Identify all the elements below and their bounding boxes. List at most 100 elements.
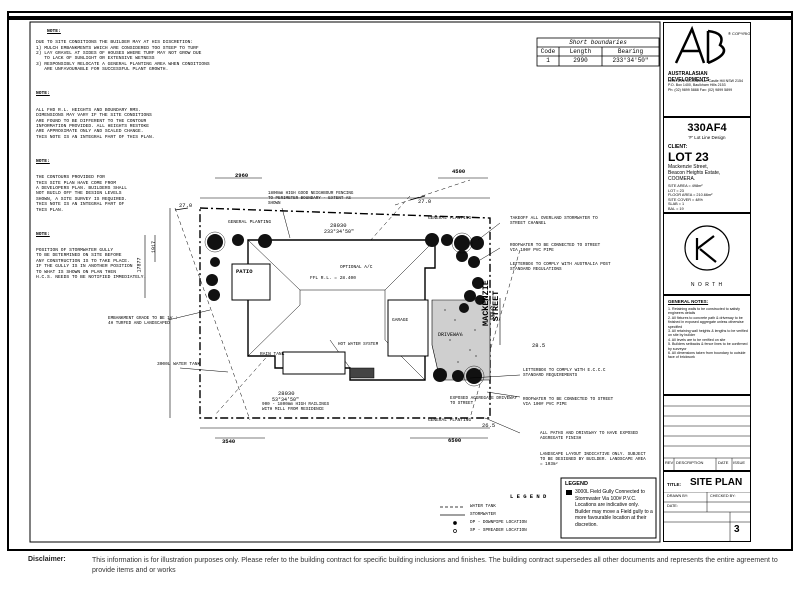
- rev-header: REV: [665, 460, 674, 465]
- note-text: THE CONTOURS PROVIDED FOR THIS SITE PLAN…: [36, 175, 127, 213]
- lot-boundary: [199, 207, 491, 419]
- general-notes-panel: GENERAL NOTES: 1. Retaining walls to be …: [663, 295, 751, 395]
- drawing-title: SITE PLAN: [690, 477, 743, 488]
- address-line: Level 2/26 Cecil Avenue, Castle Hill NSW…: [668, 79, 744, 83]
- dim-4500: 4500: [452, 168, 466, 175]
- stormwater-note: TAKEOFF ALL OVERLAND STORMWATER TO STREE…: [510, 216, 598, 226]
- landscape-note: LANDSCAPE LAYOUT INDICATIVE ONLY. SUBJEC…: [540, 452, 646, 467]
- note-head: NOTE:: [36, 231, 50, 237]
- disclaimer-label: Disclaimer:: [28, 556, 66, 563]
- site-data-line: SITE COVER = 48%: [668, 197, 703, 202]
- checked-by-label: CHECKED BY:: [710, 494, 736, 498]
- dim-18847: 18847: [490, 305, 497, 321]
- company-name: AUSTRALASIAN DEVELOPMENTS: [668, 71, 710, 83]
- embankment-note: EMBANKMENT GRADE TO BE 1V : 4H TURFED AN…: [108, 316, 178, 326]
- drawing-title-panel: TITLE: SITE PLAN DRAWN BY: CHECKED BY: D…: [663, 471, 751, 542]
- house-footprint: [231, 239, 436, 381]
- aggregate-note: EXPOSED AGGREGATE DRIVEWAY TO STREET: [450, 396, 518, 406]
- house-ffl: FFL R.L. = 28.400: [310, 276, 356, 281]
- boundary-cell: 233°34'50": [612, 57, 649, 64]
- client-label: CLIENT:: [668, 144, 688, 150]
- boundary-header-length: Length: [569, 48, 592, 55]
- stormwater-note: ROOFWATER TO BE CONNECTED TO STREET VIA …: [510, 243, 601, 253]
- boundary-cell: 2990: [573, 57, 588, 64]
- bearing-top: 233°34'50": [324, 229, 355, 235]
- dim-3540: 3540: [222, 438, 236, 445]
- model-number: 330AF4: [687, 122, 727, 134]
- date-label: DATE:: [667, 504, 678, 508]
- rl-label: 26.5: [482, 422, 496, 429]
- model-subtitle: 'F' Lot Line Design: [688, 135, 726, 140]
- note-text: ALL FHD R.L. HEIGHTS AND BOUNDARY RMS. D…: [36, 107, 155, 140]
- general-notes-list: 1. Retaining walls to be constructed to …: [668, 307, 748, 360]
- dim-top: 28030: [330, 222, 347, 229]
- rl-label: 27.0: [179, 202, 193, 209]
- planting-shrubs: [206, 233, 485, 384]
- paths-note: ALL PATHS AND DRIVEWAY TO HAVE EXPOSED A…: [540, 431, 638, 441]
- note-text: DUE TO SITE CONDITIONS THE BUILDER MAY A…: [36, 40, 210, 73]
- site-notes: NOTE: DUE TO SITE CONDITIONS THE BUILDER…: [36, 24, 210, 291]
- legend-box-title: LEGEND: [565, 481, 588, 487]
- patio-outline: [231, 263, 271, 301]
- north-arrow-icon: [684, 225, 730, 271]
- legend-box-text: 3000L Field Gully Connected to Stormwate…: [575, 489, 653, 528]
- boundary-table-title: Short boundaries: [569, 39, 627, 46]
- lot-panel: 330AF4 'F' Lot Line Design CLIENT: LOT 2…: [663, 117, 751, 213]
- note-head: NOTE:: [47, 29, 61, 35]
- disclaimer-text: This information is for illustration pur…: [92, 557, 778, 574]
- planting-label: GENERAL PLANTING: [428, 216, 472, 221]
- rev-header: ISSUE: [733, 460, 746, 465]
- sheet-number: 3: [734, 524, 740, 535]
- boundary-cell: 1: [546, 57, 550, 64]
- site-data-line: SLAB = 1: [668, 202, 685, 207]
- legend-item: STORMWATER: [470, 512, 496, 517]
- rev-header: DATE: [718, 460, 729, 465]
- boundary-table: [536, 37, 660, 67]
- patio-label: PATIO: [236, 268, 253, 275]
- legend-symbols: [440, 506, 465, 533]
- fence-note: 1800mm HIGH GOOD NEIGHBOUR FENCING TO PE…: [268, 192, 354, 206]
- garage-label: GARAGE: [392, 318, 409, 323]
- north-panel: N O R T H: [663, 213, 751, 295]
- legend-item: DP - DOWNPIPE LOCATION: [470, 520, 527, 525]
- site-data-line: LOT = 23: [668, 188, 684, 193]
- general-note: 5. Builders setbacks & fence lines to be…: [668, 342, 748, 351]
- site-data-line: SITE AREA = 498m²: [668, 184, 703, 188]
- dim-17877: 17877: [136, 257, 143, 273]
- legend-box: [560, 477, 657, 539]
- site-data: SITE AREA = 498m² LOT = 23 FLOOR AREA = …: [668, 184, 712, 212]
- title-block: ® COPYRIGHT AUSTRALASIAN DEVELOPMENTS Le…: [663, 22, 751, 542]
- rl-label: 27.0: [418, 198, 432, 205]
- note-text: POSITION OF STORMWATER GULLY TO BE DETER…: [36, 248, 147, 281]
- bearing-bottom: 53°34'50": [272, 397, 300, 403]
- site-data-line: FLOOR AREA = 210.66m²: [668, 193, 713, 198]
- note-head: NOTE:: [36, 91, 50, 97]
- rev-header: DESCRIPTION: [676, 460, 704, 465]
- note-head: NOTE:: [36, 158, 50, 164]
- svg-text:® COPYRIGHT: ® COPYRIGHT: [728, 31, 750, 36]
- water-tank-label: 3000L WATER TANK: [157, 362, 201, 367]
- planting-label: GENERAL PLANTING: [428, 418, 472, 423]
- legend-title: L E G E N D: [510, 493, 547, 500]
- revision-panel: REV DESCRIPTION DATE ISSUE: [663, 395, 751, 471]
- boundary-header-code: Code: [540, 48, 556, 55]
- address-line: P.O. Box 1400, Baulkham Hills 2153: [668, 83, 726, 88]
- drawn-by-label: DRAWN BY:: [667, 494, 689, 498]
- general-note: 6. All dimensions taken from boundary to…: [668, 351, 746, 360]
- disclaimer-bar: Disclaimer: This information is for illu…: [0, 552, 800, 592]
- company-panel: ® COPYRIGHT AUSTRALASIAN DEVELOPMENTS Le…: [663, 22, 751, 117]
- driveway-label: DRIVEWAY: [438, 332, 463, 338]
- contour-lines: [174, 179, 521, 421]
- alfresco-label: OPTIONAL A/C: [340, 265, 373, 270]
- dim-2960: 2960: [235, 172, 249, 179]
- drawing-title-label: TITLE:: [667, 482, 681, 487]
- letterbox-note: LETTERBOX TO COMPLY WITH AUSTRALIA POST …: [510, 262, 611, 272]
- rain-tank-label: RAIN TANK: [260, 352, 285, 357]
- garage-outline: [387, 299, 429, 357]
- general-note: 2. All fixtures to concrete path & drive…: [668, 315, 744, 329]
- boundary-header-bearing: Bearing: [617, 48, 644, 55]
- dim-1917: 1917: [151, 240, 158, 254]
- fence-bottom-note: 900 - 1800mm HIGH RAILINGS WITH MILL FRO…: [262, 402, 330, 412]
